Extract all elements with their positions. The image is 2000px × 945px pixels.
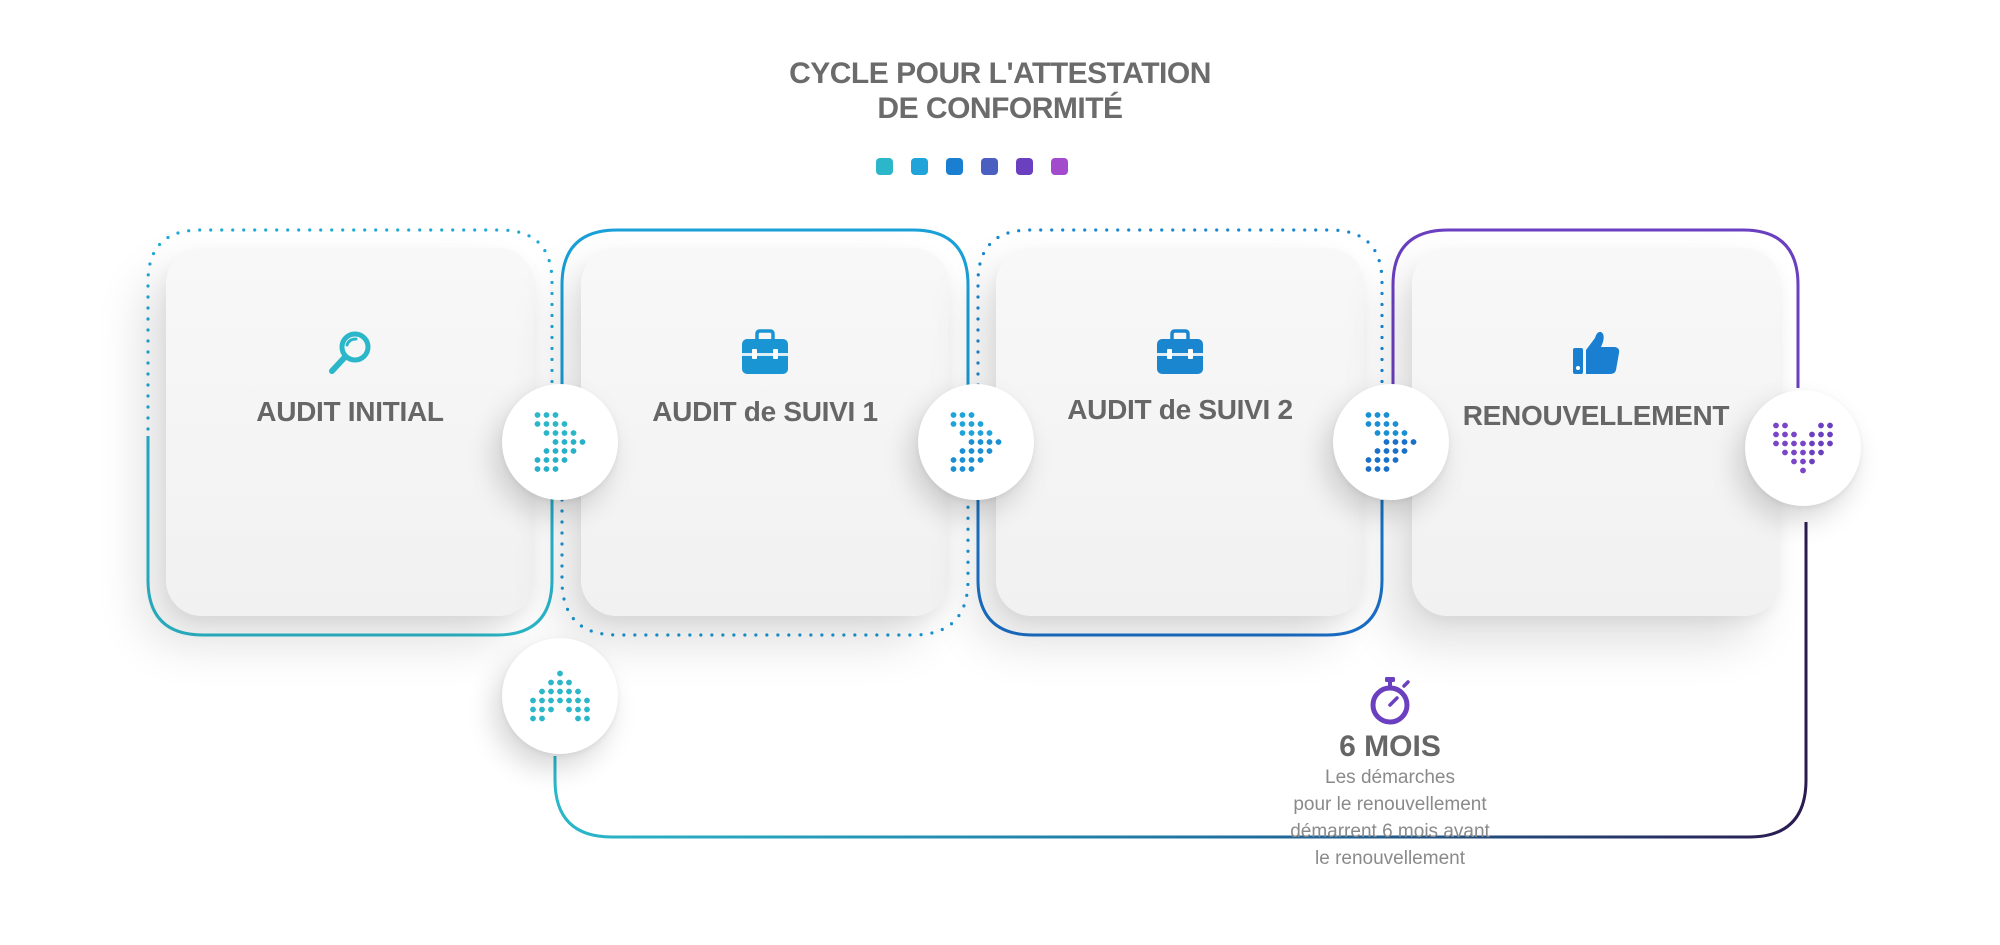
color-dot [876,158,893,175]
color-dot [1051,158,1068,175]
renewal-note: 6 MOIS Les démarches pour le renouvellem… [1255,676,1525,872]
connector-1 [502,384,618,500]
arrow-right-icon [534,412,586,472]
briefcase-icon [1157,329,1203,374]
color-dot [946,158,963,175]
renewal-loop-line [553,522,1808,839]
color-dot [1016,158,1033,175]
step-card-renouvellement: RENOUVELLEMENT [1412,248,1780,616]
connector-5 [502,638,618,754]
step-card-audit-suivi-1: AUDIT de SUIVI 1 [581,248,949,616]
connector-4 [1745,390,1861,506]
arrow-right-icon [950,412,1002,472]
color-dot [981,158,998,175]
note-headline: 6 MOIS [1339,730,1441,763]
note-text: Les démarches pour le renouvellement dém… [1290,767,1490,869]
stopwatch-icon [1370,677,1410,725]
magnifier-icon [329,331,371,374]
step-label: RENOUVELLEMENT [1462,400,1730,431]
arrow-down-icon [1773,422,1833,474]
frame-audit-initial [146,228,554,637]
thumbs-up-icon [1573,331,1620,374]
briefcase-icon [742,329,788,374]
frame-audit-suivi-2 [976,228,1384,637]
step-card-audit-suivi-2: AUDIT de SUIVI 2 [996,248,1364,616]
step-card-audit-initial: AUDIT INITIAL [166,248,534,616]
frame-renouvellement [1391,228,1800,388]
connector-3 [1333,384,1449,500]
color-dots [876,158,1068,176]
arrow-right-icon [1365,412,1417,472]
step-label: AUDIT INITIAL [256,396,444,427]
step-label: AUDIT de SUIVI 2 [1067,394,1293,425]
frame-audit-suivi-1 [560,228,970,637]
color-dot [911,158,928,175]
arrow-up-icon [530,670,590,722]
step-label: AUDIT de SUIVI 1 [652,396,878,427]
connector-2 [918,384,1034,500]
diagram-title: CYCLE POUR L'ATTESTATION DE CONFORMITÉ [789,57,1211,125]
